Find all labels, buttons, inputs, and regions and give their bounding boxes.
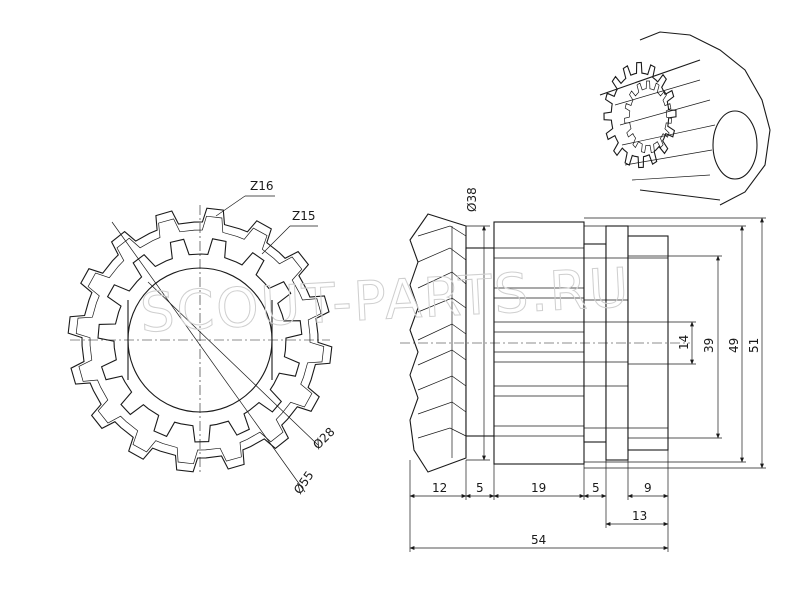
d28-label: Ø28 xyxy=(310,425,337,452)
dog-clutch-detail xyxy=(584,257,668,429)
right-extension-lines xyxy=(584,217,766,469)
d12-label: 12 xyxy=(432,481,447,495)
isometric-view xyxy=(599,31,771,206)
d14-label: 14 xyxy=(677,335,691,350)
d5b-label: 5 xyxy=(592,481,600,495)
d54-label: 54 xyxy=(531,533,546,547)
d49-label: 49 xyxy=(727,338,741,353)
small-gear-teeth xyxy=(494,247,584,437)
d13-label: 13 xyxy=(632,509,647,523)
z15-leader xyxy=(261,225,291,255)
z15-label: Z15 xyxy=(292,209,316,223)
large-gear-teeth xyxy=(417,225,467,458)
d9-label: 9 xyxy=(644,481,652,495)
inner-gear-z15 xyxy=(97,238,303,443)
iso-gear-inner-profile xyxy=(624,80,672,154)
z16-label: Z16 xyxy=(250,179,274,193)
d5a-label: 5 xyxy=(476,481,484,495)
z16-leader xyxy=(215,195,246,217)
d38-label: Ø38 xyxy=(465,187,479,212)
d39-label: 39 xyxy=(702,338,716,353)
bottom-extension-lines xyxy=(409,450,669,552)
d55-leader xyxy=(111,221,306,493)
d19-label: 19 xyxy=(531,481,546,495)
iso-gear-face xyxy=(603,61,677,169)
iso-gear-profile xyxy=(603,61,677,169)
hub xyxy=(465,247,495,437)
d51-label: 51 xyxy=(747,338,761,353)
inner-gear-profile xyxy=(97,238,303,443)
side-view: Ø38 12 5 19 5 9 13 54 xyxy=(400,187,766,552)
d28-leader xyxy=(147,281,319,446)
iso-gear-body xyxy=(599,59,721,201)
iso-rear-outline xyxy=(639,31,771,206)
d55-label: Ø55 xyxy=(291,468,317,496)
iso-bore xyxy=(712,110,758,180)
